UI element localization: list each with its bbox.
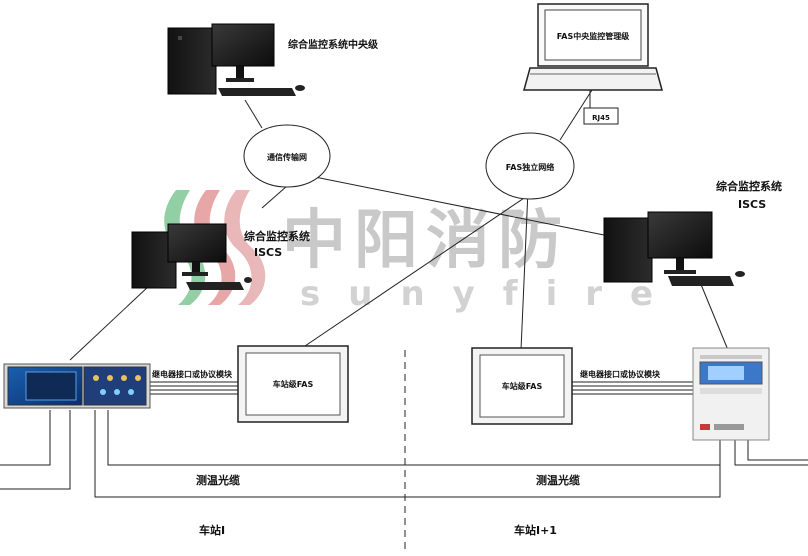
fiber-right-label: 测温光缆 [536, 473, 580, 487]
watermark-brand-en: sunyfire [300, 274, 681, 314]
station-i-label: 车站I [199, 523, 225, 537]
iscs-left-computer-icon [131, 223, 252, 290]
link-comm-iscs [261, 185, 288, 209]
fas-network-label: FAS独立网络 [506, 162, 555, 172]
station-fas-right-icon [471, 347, 573, 425]
temperature-host-cabinet-icon [692, 347, 770, 441]
iscs-left-abbr: ISCS [254, 246, 282, 259]
central-level-label: 综合监控系统中央级 [288, 38, 379, 51]
station-i1-label: 车站I+1 [514, 523, 557, 537]
link-laptop-fas [559, 89, 593, 141]
link-fasnet-fas-right [520, 189, 529, 351]
temperature-host-rack-icon [3, 363, 151, 409]
comm-network-node [243, 124, 331, 188]
central-computer-icon [167, 23, 305, 96]
link-central-comm [244, 99, 263, 129]
connection-lines [0, 89, 808, 552]
fas-central-label: FAS中央监控管理级 [557, 31, 630, 41]
iscs-left-name: 综合监控系统 [244, 229, 310, 243]
fas-central-laptop-icon [523, 3, 663, 91]
fiber-left-label: 测温光缆 [196, 473, 240, 487]
iscs-right-name: 综合监控系统 [716, 179, 782, 193]
link-iscs-host [699, 281, 729, 351]
link-fasnet-fas-left [301, 189, 537, 349]
link-iscs-monitor [69, 284, 151, 361]
fas-network-node [485, 132, 575, 200]
watermark-brand-cn: 中阳消防 [282, 204, 570, 278]
relay-right-label: 继电器接口或协议模块 [580, 369, 661, 379]
watermark: 中阳消防 sunyfire [164, 190, 681, 314]
station-fas-right-label: 车站级FAS [502, 381, 543, 391]
station-fas-left-icon [237, 345, 349, 423]
relay-left-label: 继电器接口或协议模块 [152, 369, 233, 379]
comm-network-label: 通信传输网 [267, 152, 307, 162]
rj45-label: RJ45 [592, 114, 610, 122]
iscs-right-abbr: ISCS [738, 198, 766, 211]
station-fas-left-label: 车站级FAS [273, 379, 314, 389]
rj45-tag [583, 90, 619, 125]
iscs-right-computer-icon [603, 211, 745, 286]
link-comm-iscs-right [304, 174, 605, 236]
